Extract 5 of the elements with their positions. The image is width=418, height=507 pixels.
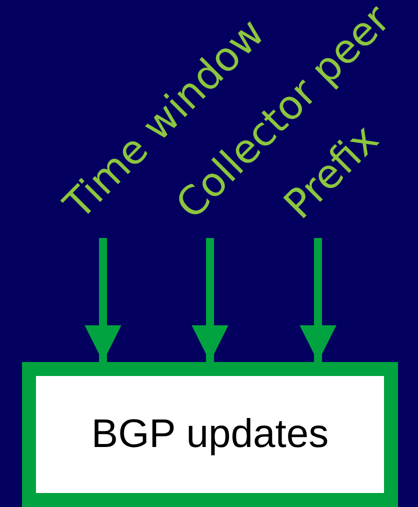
arrow: [192, 238, 228, 362]
arrow: [300, 238, 336, 362]
box-label: BGP updates: [91, 412, 329, 457]
process-box: [22, 362, 398, 507]
arrow: [84, 238, 122, 362]
